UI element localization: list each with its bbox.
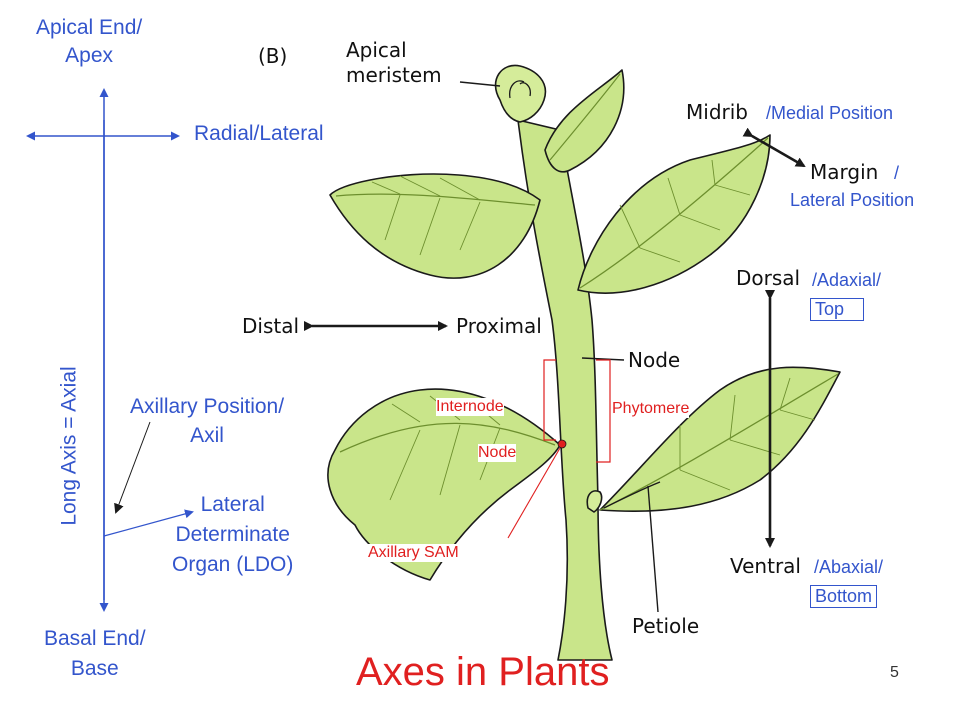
apical-end-line2: Apex [65,44,114,67]
margin-slash: / [894,163,900,183]
ldo-line2: Determinate [175,523,290,546]
apical-meristem-line2: meristem [346,63,442,87]
leaf-upper-right-small [544,69,625,173]
lateral-position-label: Lateral Position [790,190,915,210]
petiole [603,481,661,509]
leaf-lower-right [599,366,841,513]
axillary-sam-label: Axillary SAM [368,544,459,562]
node-lower-label: Node [478,444,517,462]
page-number: 5 [890,664,899,681]
phytomere-bracket [596,359,611,463]
proximal-label: Proximal [456,314,542,338]
midrib-margin-arrow [742,127,806,168]
leaf-upper-left [329,173,541,279]
plant-annotation-lines [459,81,659,613]
ldo-line1: Lateral [200,493,265,516]
ldo-line3: Organ (LDO) [172,553,294,576]
apical-meristem-line1: Apical [346,38,407,62]
axillary-line1: Axillary Position/ [130,395,285,418]
internode-bracket [543,359,556,441]
axillary-line2: Axil [190,424,224,447]
ventral-label: Ventral [730,554,801,578]
axillary-bud [586,490,603,513]
radial-lateral-label: Radial/Lateral [194,122,324,145]
stem [517,119,613,661]
axillary-sam-pointer [507,447,561,539]
apical-end-line1: Apical End/ [36,16,143,39]
ldo-label: Lateral Determinate Organ (LDO) [172,490,293,580]
distal-label: Distal [242,314,300,338]
phytomere-label: Phytomere [612,400,690,418]
top-label: Top [810,298,864,321]
slide-title: Axes in Plants [356,650,610,694]
axillary-sam-dot [557,439,567,449]
basal-line2: Base [70,657,119,680]
midrib-label: Midrib [686,100,748,124]
node-upper-label: Node [628,348,681,372]
basal-line1: Basal End/ [44,627,146,650]
internode-label: Internode [436,398,504,416]
bottom-label: Bottom [810,585,878,608]
axillary-position-label: Axillary Position/ Axil [130,392,284,450]
dorsal-label: Dorsal [736,266,801,290]
long-axis-label: Long Axis = Axial [57,366,81,526]
axil-pointer [114,421,151,514]
medial-position-label: /Medial Position [766,103,894,123]
abaxial-label: /Abaxial/ [814,557,884,577]
basal-end-label: Basal End/ Base [44,624,146,684]
margin-label: Margin [810,160,879,184]
leaf-lower-left [327,388,561,581]
apical-meristem-label: Apical meristem [346,38,442,88]
panel-label: (B) [258,44,288,68]
apical-bud [494,64,547,123]
petiole-label: Petiole [632,614,700,638]
ldo-pointer [103,509,194,537]
adaxial-label: /Adaxial/ [812,270,882,290]
apical-end-label: Apical End/ Apex [36,14,142,70]
